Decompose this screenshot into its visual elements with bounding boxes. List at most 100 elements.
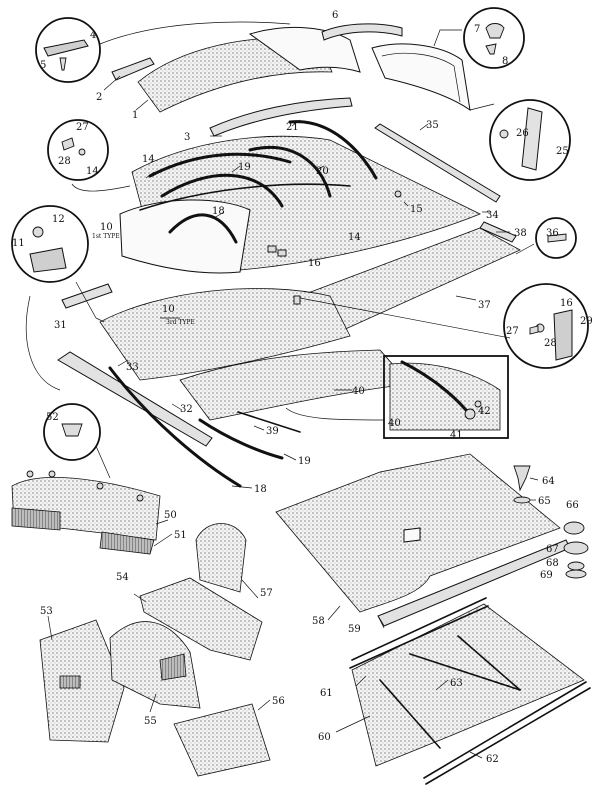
part-6-strip [321,23,403,41]
label-39: 39 [266,426,279,437]
label-1: 1 [132,110,138,121]
label-56: 56 [272,696,285,707]
label-18a: 18 [212,206,225,217]
label-21: 21 [286,122,299,133]
label-42: 42 [478,406,491,417]
leader-lines [25,21,535,489]
part-8-screw [485,43,497,55]
part-12-fixing [32,226,44,238]
label-34: 34 [486,210,499,221]
label-60: 60 [318,732,331,743]
label-15: 15 [410,204,423,215]
part-3-strip [209,97,353,137]
label-65: 65 [538,496,551,507]
headlining-assembly [57,23,521,488]
label-59: 59 [348,624,361,635]
part-54-panel [139,577,263,661]
label-28a: 28 [58,156,71,167]
label-62: 62 [486,754,499,765]
part-31-panel [61,283,113,309]
part-33-panel [99,288,351,381]
label-55: 55 [144,716,157,727]
part-63-rod-c [457,635,521,691]
note-third-type: 3rd TYPE [166,319,195,326]
part-61-rod [349,605,489,669]
part-66-fixing [563,521,585,535]
rear-window-surround [371,43,471,112]
label-53: 53 [40,606,53,617]
callout-25-26 [489,99,571,181]
note-first-type: 1st TYPE [92,233,120,240]
label-66: 66 [566,500,579,511]
box-rod [400,360,468,412]
part-19-rod [160,173,284,208]
part-63-rod-a [379,679,441,749]
part-18-rod [168,213,238,244]
part-63-rod-b [409,653,521,691]
part-4-bracket [43,39,89,57]
label-27a: 27 [76,122,89,133]
callout-52 [43,403,101,461]
upper-rear-panel [248,26,361,73]
label-3: 3 [184,132,190,143]
part-7-cap [485,23,505,39]
label-29: 29 [580,316,593,327]
label-58: 58 [312,616,325,627]
label-10a: 10 [100,222,113,233]
label-61: 61 [320,688,333,699]
part-21-rod [288,120,378,180]
clip-detail [267,245,277,253]
label-40b: 40 [388,418,401,429]
part-58-cutout [403,527,421,543]
label-57: 57 [260,588,273,599]
part-57-panel [195,523,247,593]
fixing-knob [136,494,144,502]
part-15-fixing [394,190,402,198]
callout-11-12 [11,205,89,283]
part-62-rod [425,687,591,785]
label-51: 51 [174,530,187,541]
part-51-pads [11,507,155,555]
part-28-washer [78,148,86,156]
label-52: 52 [46,412,59,423]
part-39-rod [237,411,301,433]
label-41: 41 [450,430,463,441]
part-50-board [11,476,161,541]
label-16a: 16 [308,258,321,269]
label-16b: 16 [560,298,573,309]
part-41-clip [464,408,476,420]
label-25: 25 [556,146,569,157]
label-35: 35 [426,120,439,131]
label-54: 54 [116,572,129,583]
fixing-knob [96,482,104,490]
part-53-panel [39,619,125,743]
callout-36 [535,217,577,259]
part-11-bracket [29,247,67,273]
part-60-mat [351,603,585,767]
part-56-panel [173,703,271,777]
fixing-knob [26,470,34,478]
part-numbers: 4 5 2 1 6 7 8 3 21 35 26 25 27 28 14 14 … [12,10,593,765]
part-64-stud [513,465,531,492]
label-37: 37 [478,300,491,311]
label-67: 67 [546,544,559,555]
label-28b: 28 [544,338,557,349]
label-14c: 14 [348,232,361,243]
label-10b: 10 [162,304,175,315]
part-62-rod [423,681,587,779]
label-14b: 14 [142,154,155,165]
part-65-washer [513,496,531,504]
part-35-strip [374,123,501,203]
part-67-fixing [563,541,589,555]
lower-components [11,453,591,785]
label-64: 64 [542,476,555,487]
part-26-screw [499,129,509,139]
label-2: 2 [96,92,102,103]
callout-27-28-14 [47,119,109,181]
label-26: 26 [516,128,529,139]
label-19a: 19 [238,162,251,173]
part-27-stud [61,137,75,151]
fixing-knob [48,470,56,478]
label-69: 69 [540,570,553,581]
label-27b: 27 [506,326,519,337]
